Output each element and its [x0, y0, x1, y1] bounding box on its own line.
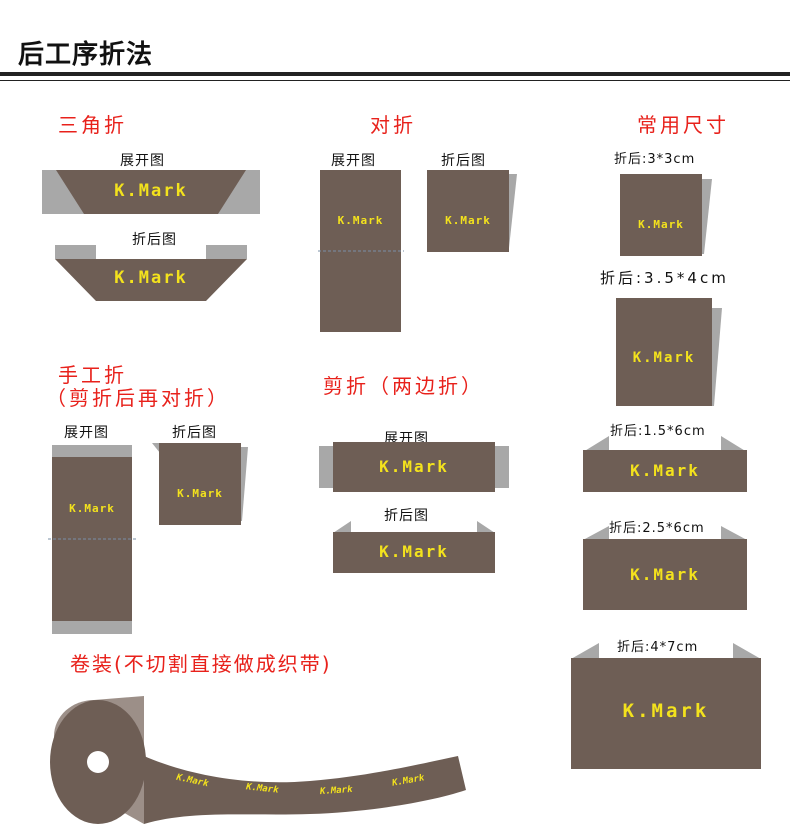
size-caption-3x3: 折后:3*3cm	[614, 152, 696, 167]
cut-fold-title: 剪折（两边折）	[323, 374, 484, 398]
cut-fold-folded-diagram	[333, 521, 495, 573]
manual-fold-folded-caption: 折后图	[172, 425, 217, 441]
brand-text: K.Mark	[379, 457, 449, 476]
size-4x7-diagram	[571, 643, 761, 769]
triangle-fold-folded-caption: 折后图	[132, 232, 177, 248]
size-2-5x6-diagram	[583, 526, 747, 610]
roll-diagram	[50, 696, 466, 824]
header-rule-thin	[0, 80, 790, 81]
grey-fold-bottom	[52, 621, 132, 634]
brand-text: K.Mark	[114, 181, 188, 201]
brand-text: K.Mark	[638, 218, 684, 231]
size-caption-2-5x6: 折后:2.5*6cm	[609, 521, 705, 536]
center-fold-unfolded-caption: 展开图	[331, 153, 376, 169]
manual-fold-subtitle: （剪折后再对折）	[46, 386, 230, 410]
label-body	[55, 259, 247, 301]
manual-fold-unfolded-caption: 展开图	[64, 425, 109, 441]
size-3x3-diagram	[620, 174, 712, 256]
fold-line	[48, 538, 136, 540]
label-body	[427, 170, 509, 252]
center-fold-folded-diagram	[427, 170, 517, 252]
center-fold-folded-caption: 折后图	[441, 153, 486, 169]
label-body	[56, 170, 246, 214]
cut-fold-folded-caption: 折后图	[384, 508, 429, 524]
brand-text: K.Mark	[630, 565, 700, 584]
brand-text: K.Mark	[630, 461, 700, 480]
brand-text: K.Mark	[177, 487, 223, 500]
brand-text: K.Mark	[114, 268, 188, 288]
common-sizes-title: 常用尺寸	[637, 113, 729, 137]
triangle-fold-unfolded-caption: 展开图	[120, 153, 165, 169]
brand-text: K.Mark	[622, 700, 710, 722]
ribbon-strip	[144, 756, 466, 824]
roll-title: 卷装(不切割直接做成织带)	[70, 652, 332, 676]
brand-text: K.Mark	[337, 214, 384, 227]
brand-text: K.Mark	[69, 502, 115, 515]
triangle-fold-folded-diagram	[55, 245, 247, 301]
brand-text: K.Mark	[379, 542, 449, 561]
grey-fold-right	[206, 245, 247, 259]
fold-line	[318, 250, 404, 252]
grey-fold-top	[52, 445, 132, 457]
triangle-fold-unfolded-diagram	[42, 170, 260, 214]
header-rule-thick	[0, 72, 790, 76]
size-caption-4x7: 折后:4*7cm	[617, 640, 699, 655]
grey-fold-left	[55, 245, 96, 259]
grey-fold-edge	[507, 174, 517, 248]
manual-fold-folded-diagram	[152, 443, 248, 525]
triangle-fold-title: 三角折	[58, 113, 127, 137]
brand-text: K.Mark	[445, 214, 491, 227]
manual-fold-title: 手工折	[58, 363, 127, 387]
page-title: 后工序折法	[18, 40, 154, 70]
size-caption-3-5x4: 折后:3.5*4cm	[600, 269, 729, 287]
cut-fold-unfolded-diagram	[319, 442, 509, 492]
roll-core	[87, 751, 109, 773]
size-1-5x6-diagram	[583, 436, 747, 492]
brand-text: K.Mark	[632, 350, 696, 366]
size-caption-1-5x6: 折后:1.5*6cm	[610, 424, 706, 439]
center-fold-title: 对折	[370, 113, 416, 137]
size-3-5x4-diagram	[616, 298, 722, 406]
